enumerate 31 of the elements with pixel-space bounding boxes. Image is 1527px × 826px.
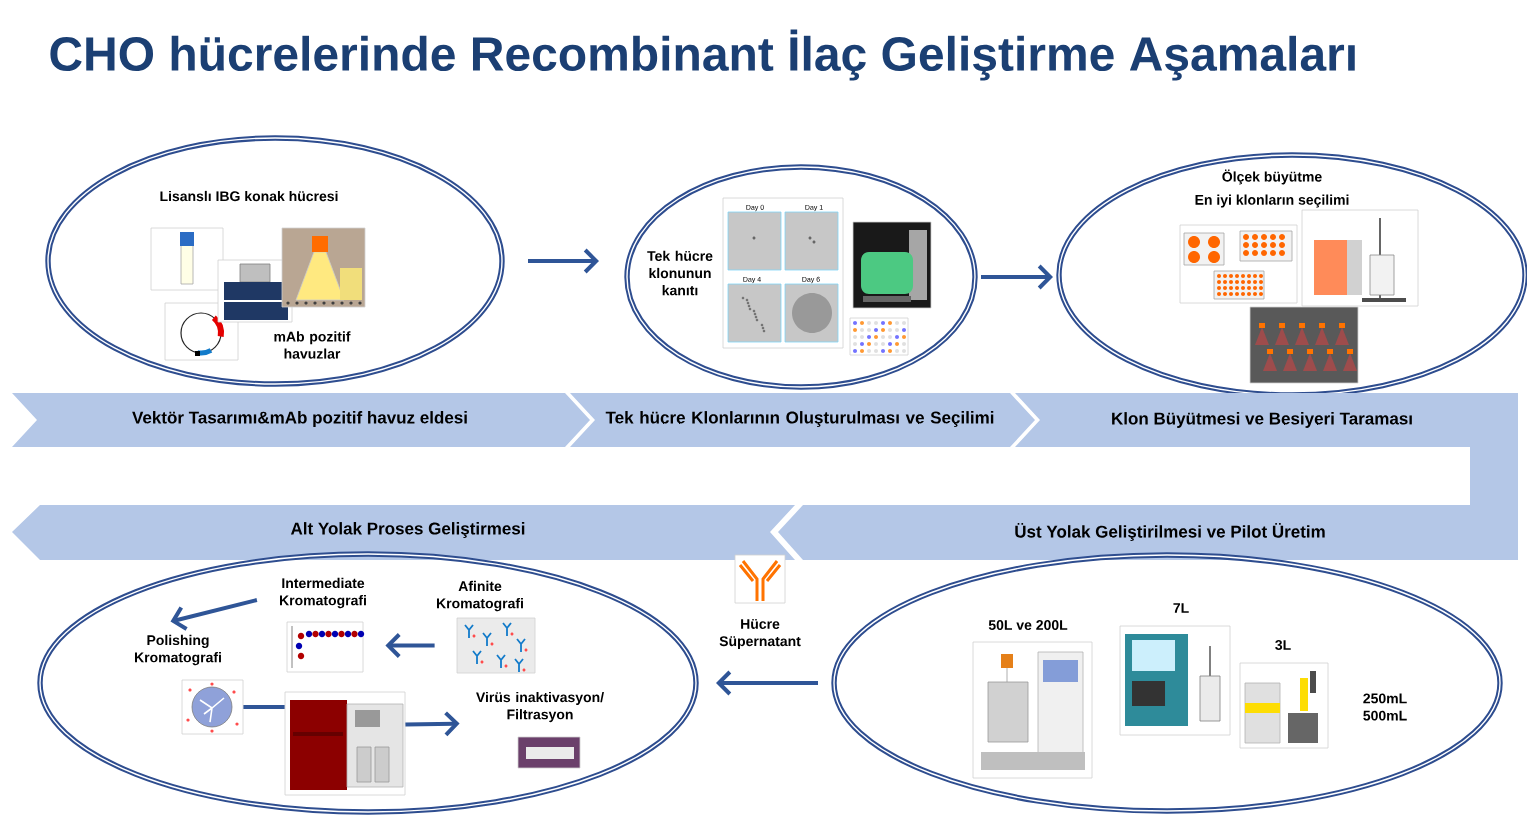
caption-text: 7L — [1173, 603, 1189, 613]
caption-text: Ölçek büyütme — [1222, 169, 1322, 185]
step-label: Afinite Kromatografi — [437, 580, 523, 612]
step-label: Virüs inaktivasyon/ Filtrasyon — [476, 691, 604, 723]
caption-text: Lisanslı IBG konak hücresi — [160, 190, 338, 202]
step-label: Intermediate Kromatografi — [280, 577, 366, 609]
node-label: Tek hücre Klonlarının Oluşturulması ve Seçilimi — [605, 411, 994, 427]
node-label: Vektör Tasarımı&mAb pozitif havuz eldesi — [132, 411, 467, 427]
arrow — [170, 598, 258, 631]
caption-text: 250mL 500mL — [1363, 693, 1407, 721]
arrow — [385, 633, 435, 658]
node-label: Alt Yolak Proses Geliştirmesi — [290, 522, 525, 538]
process-band: Tek hücre Klonlarının Oluşturulması ve Seçilimi — [570, 393, 1035, 447]
arrow — [981, 264, 1053, 290]
caption-text: 50L ve 200L — [988, 620, 1068, 630]
step-label: Polishing Kromatografi — [135, 634, 221, 666]
arrow — [716, 670, 818, 696]
title: CHO hücrelerinde Recombinant İlaç Geliştirme Aşamaları — [50, 29, 1355, 81]
caption-text: 3L — [1275, 640, 1291, 650]
process-band: Vektör Tasarımı&mAb pozitif havuz eldesi — [12, 393, 590, 447]
caption-text: En iyi klonların seçilimi — [1195, 194, 1349, 208]
arrow — [528, 248, 599, 274]
arrow — [405, 711, 460, 737]
ellipse — [37, 551, 699, 815]
node-label: Klon Büyütmesi ve Besiyeri Taraması — [1112, 412, 1412, 428]
caption-text: Hücre Süpernatant — [719, 619, 801, 649]
caption-text: mAb pozitif havuzlar — [274, 331, 351, 359]
connector-line — [243, 705, 285, 709]
caption-text: Tek hücre klonunun kanıtı — [647, 250, 713, 296]
chromatography-system-drawing — [284, 691, 406, 796]
process-band: Alt Yolak Proses Geliştirmesi — [12, 505, 795, 560]
